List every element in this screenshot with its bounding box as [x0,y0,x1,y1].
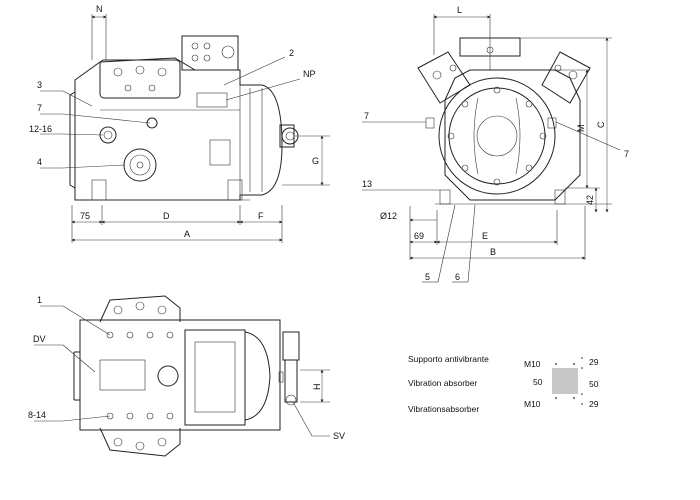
legend-label-italian: Supporto antivibrante [408,354,489,364]
side-view: N 2 NP 3 7 12-16 4 75 D F A G [29,4,330,243]
dim-69: 69 [414,231,424,241]
callout-3: 3 [37,80,42,90]
callout-6: 6 [455,272,460,282]
dim-75: 75 [80,211,90,221]
callout-n: N [96,4,103,14]
legend-bottom-right-value: 29 [589,399,599,409]
legend-top-left-value: M10 [524,359,541,369]
legend-mid-right-value: 50 [589,379,599,389]
dim-d: D [163,211,170,221]
callout-2: 2 [289,48,294,58]
callout-8-14: 8-14 [28,410,46,420]
vibration-absorber-pad-drawing [552,357,583,405]
callout-sv: SV [333,431,345,441]
legend-bottom-left-value: M10 [524,399,541,409]
legend-label-english: Vibration absorber [408,378,478,388]
dim-dia12: Ø12 [380,211,397,221]
callout-1: 1 [37,295,42,305]
top-view: 1 DV 8-14 H SV [28,295,345,457]
dim-b: B [490,247,496,257]
legend-top-right-value: 29 [589,357,599,367]
dim-m: M [576,125,586,133]
callout-dv: DV [33,334,46,344]
dim-42: 42 [585,195,595,205]
legend-mid-left-value: 50 [533,377,543,387]
callout-7: 7 [37,103,42,113]
dim-f: F [258,211,264,221]
callout-np: NP [303,69,316,79]
callout-7-right: 7 [624,149,629,159]
dim-h: H [312,384,322,391]
callout-7-left: 7 [364,111,369,121]
dim-e: E [482,231,488,241]
callout-5: 5 [425,272,430,282]
callout-13: 13 [362,179,372,189]
legend-label-german: Vibrationsabsorber [408,404,480,414]
dim-g: G [312,156,319,166]
dim-c: C [596,121,606,128]
dim-a: A [184,229,190,239]
front-view: L M C 42 7 7 13 Ø12 69 E B 5 6 [362,5,629,283]
callout-12-16: 12-16 [29,124,52,134]
callout-4: 4 [37,157,42,167]
dim-l: L [457,5,462,15]
absorber-pad [552,368,578,394]
